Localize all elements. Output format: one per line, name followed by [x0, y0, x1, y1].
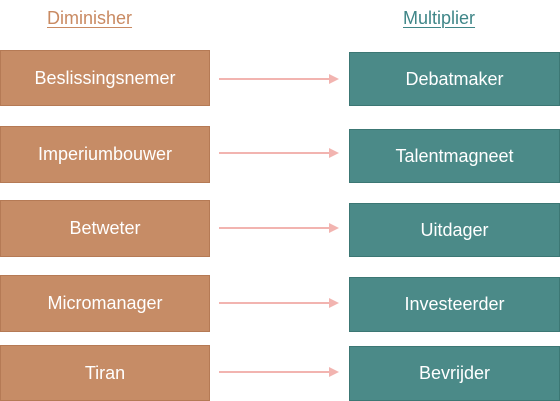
multiplier-box-3: Uitdager [349, 203, 560, 257]
arrow-right-icon [219, 298, 339, 308]
multiplier-box-2: Talentmagneet [349, 129, 560, 183]
multiplier-box-5: Bevrijder [349, 346, 560, 401]
diminisher-box-2: Imperiumbouwer [0, 126, 210, 183]
multiplier-box-1: Debatmaker [349, 52, 560, 106]
diminisher-header: Diminisher [47, 8, 133, 28]
diminisher-box-1: Beslissingsnemer [0, 50, 210, 106]
diminisher-box-5: Tiran [0, 345, 210, 401]
diminisher-box-4: Micromanager [0, 275, 210, 332]
arrow-right-icon [219, 148, 339, 158]
multiplier-header: Multiplier [403, 8, 476, 28]
multiplier-box-4: Investeerder [349, 277, 560, 332]
arrow-right-icon [219, 74, 339, 84]
arrow-right-icon [219, 367, 339, 377]
arrow-right-icon [219, 223, 339, 233]
diminisher-box-3: Betweter [0, 200, 210, 257]
